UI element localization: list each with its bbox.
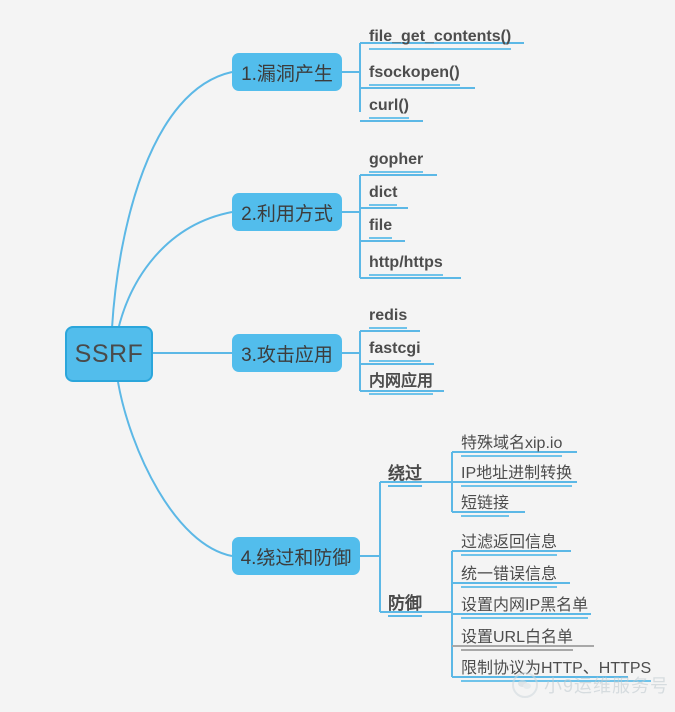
leaf-label: fastcgi [369,340,421,357]
leaf-restrict-protocol[interactable]: 限制协议为HTTP、HTTPS [461,654,652,682]
leaf-gopher[interactable]: gopher [369,151,424,173]
wire-root-branch-4 [117,381,233,557]
branch-node-3-label: 3.攻击应用 [241,344,333,366]
leaf-label: gopher [369,151,424,168]
leaf-label: IP地址进制转换 [461,465,573,482]
leaf-label: file_get_contents() [369,28,512,45]
branch-node-4[interactable]: 4.绕过和防御 [232,537,360,575]
leaf-filter-response[interactable]: 过滤返回信息 [461,528,558,556]
leaf-intranet-app[interactable]: 内网应用 [369,367,434,395]
group-label-defense[interactable]: 防御 [388,589,422,617]
leaf-ip-radix-conversion[interactable]: IP地址进制转换 [461,459,573,487]
leaf-label: 设置内网IP黑名单 [461,597,589,614]
branch-node-3[interactable]: 3.攻击应用 [232,334,342,372]
leaf-label: 统一错误信息 [461,566,558,583]
leaf-label: 内网应用 [369,373,434,390]
branch-node-2[interactable]: 2.利用方式 [232,193,342,231]
leaf-curl[interactable]: curl() [369,97,409,119]
group-label-text: 防御 [388,594,422,613]
wire-root-branch-1 [111,71,233,329]
leaf-label: 设置URL白名单 [461,629,574,646]
branch-node-1-label: 1.漏洞产生 [241,63,333,85]
branch-node-4-label: 4.绕过和防御 [240,547,352,569]
leaf-label: 特殊域名xip.io [461,435,563,452]
leaf-short-link[interactable]: 短链接 [461,489,510,517]
leaf-label: redis [369,307,408,324]
leaf-xip-io[interactable]: 特殊域名xip.io [461,429,563,457]
leaf-redis[interactable]: redis [369,307,408,329]
leaf-fastcgi[interactable]: fastcgi [369,340,421,362]
group-label-bypass[interactable]: 绕过 [388,459,422,487]
leaf-label: 限制协议为HTTP、HTTPS [461,660,652,677]
group-label-text: 绕过 [388,464,422,483]
leaf-http-https[interactable]: http/https [369,254,443,276]
leaf-intranet-ip-blacklist[interactable]: 设置内网IP黑名单 [461,591,589,619]
leaf-label: dict [369,184,398,201]
leaf-file[interactable]: file [369,217,393,239]
leaf-label: fsockopen() [369,64,460,81]
leaf-url-whitelist[interactable]: 设置URL白名单 [461,623,574,651]
leaf-file-get-contents[interactable]: file_get_contents() [369,28,512,50]
leaf-label: file [369,217,393,234]
leaf-label: 过滤返回信息 [461,534,558,551]
leaf-label: 短链接 [461,495,510,512]
branch-node-1[interactable]: 1.漏洞产生 [232,53,342,91]
branch-node-2-label: 2.利用方式 [241,203,333,225]
root-node-label: SSRF [74,339,144,368]
leaf-label: http/https [369,254,443,271]
wire-root-branch-2 [117,211,233,331]
leaf-label: curl() [369,97,409,114]
leaf-dict[interactable]: dict [369,184,398,206]
root-node-ssrf[interactable]: SSRF [65,326,153,382]
leaf-fsockopen[interactable]: fsockopen() [369,64,460,86]
leaf-unified-error[interactable]: 统一错误信息 [461,560,558,588]
